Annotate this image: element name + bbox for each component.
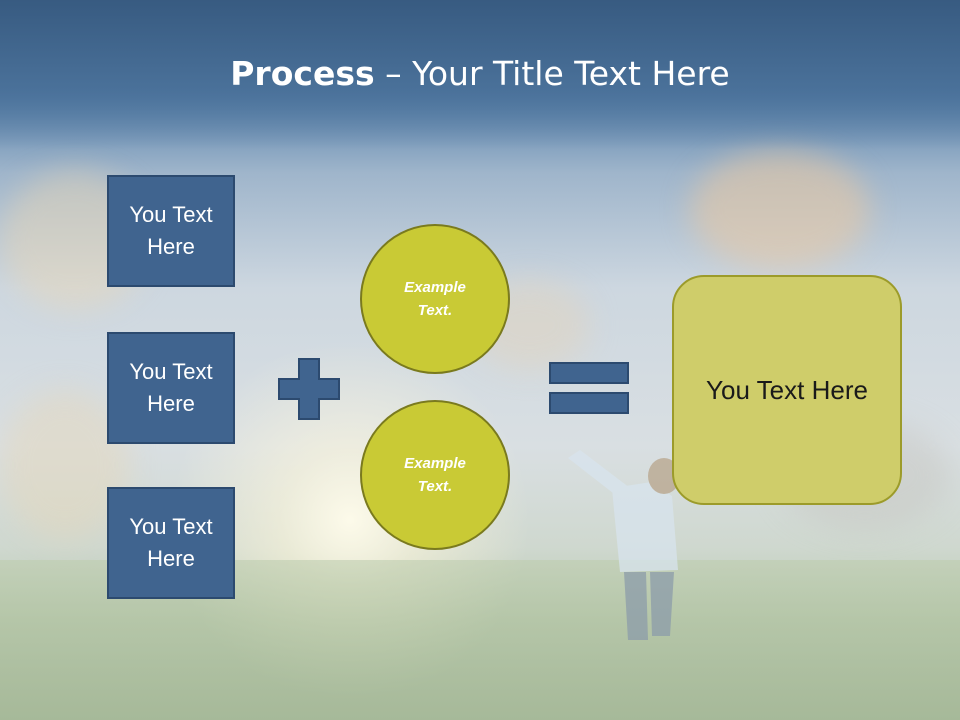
circle-label: Example Text.: [404, 455, 466, 495]
result-label: You Text Here: [706, 374, 868, 405]
text-box-label: You Text Here: [129, 202, 213, 259]
example-circle-2: Example Text.: [360, 400, 510, 550]
circle-label: Example Text.: [404, 279, 466, 319]
text-box-2: You Text Here: [107, 332, 235, 444]
text-box-label: You Text Here: [129, 514, 213, 571]
text-box-label: You Text Here: [129, 359, 213, 416]
cloud: [690, 150, 870, 270]
example-circle-1: Example Text.: [360, 224, 510, 374]
text-box-3: You Text Here: [107, 487, 235, 599]
title-bold: Process: [230, 54, 375, 93]
result-box: You Text Here: [672, 275, 902, 505]
text-box-1: You Text Here: [107, 175, 235, 287]
title-rest: – Your Title Text Here: [374, 54, 730, 93]
slide-title: Process – Your Title Text Here: [0, 52, 960, 96]
plus-icon: [278, 358, 340, 420]
title-band: [0, 0, 960, 150]
equals-icon: [549, 362, 629, 414]
